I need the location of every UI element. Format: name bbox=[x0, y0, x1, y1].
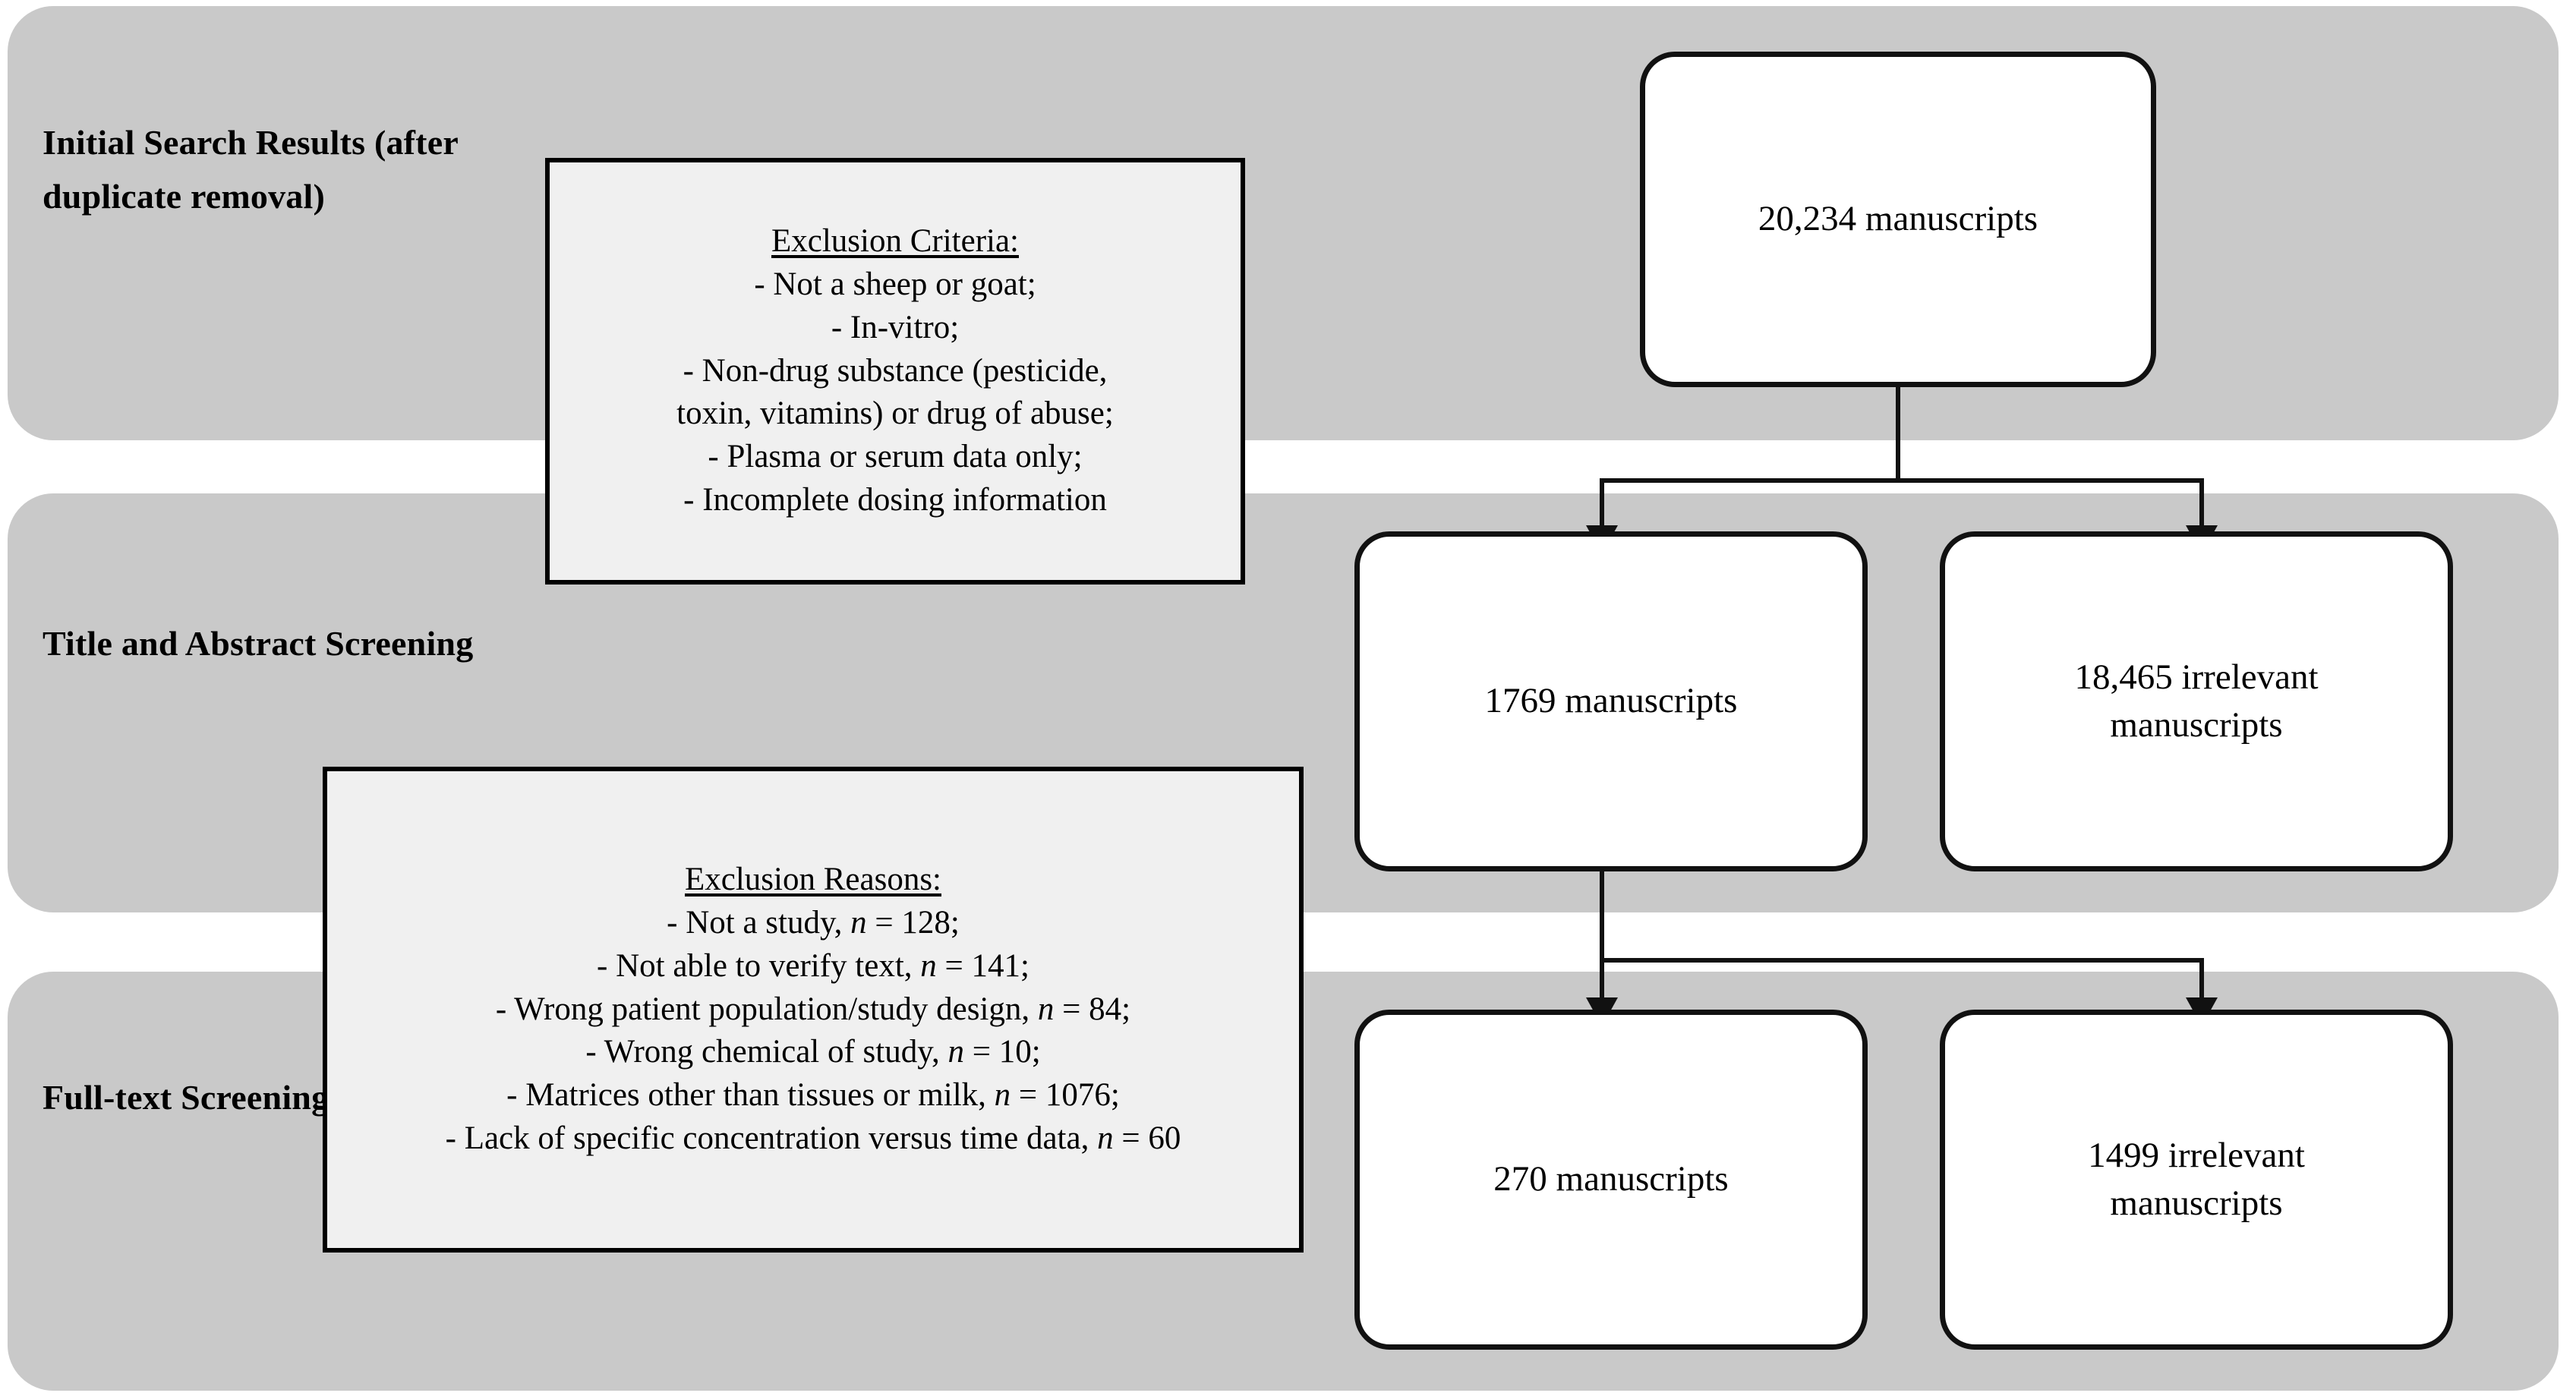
exclusion-reason-3-n: n bbox=[947, 1034, 964, 1070]
exclusion-criteria-item-4: - Plasma or serum data only; bbox=[708, 439, 1083, 475]
stage-label-title-abstract: Title and Abstract Screening bbox=[43, 616, 513, 670]
stage-label-full-text-text: Full-text Screening bbox=[43, 1078, 329, 1117]
exclusion-reason-2-count: = 84; bbox=[1062, 991, 1131, 1027]
exclusion-reason-5-n: n bbox=[1097, 1120, 1114, 1156]
box-records-excluded-screening: 18,465 irrelevant manuscripts bbox=[1940, 531, 2453, 871]
exclusion-reason-5-count: = 60 bbox=[1121, 1120, 1181, 1156]
connector-stem-middle bbox=[1600, 859, 1604, 958]
exclusion-reason-3-text: - Wrong chemical of study, bbox=[585, 1034, 940, 1070]
exclusion-criteria-title: Exclusion Criteria: bbox=[771, 223, 1019, 260]
stage-label-full-text: Full-text Screening bbox=[43, 1070, 331, 1124]
box-records-included-line1: 270 manuscripts bbox=[1493, 1159, 1729, 1199]
connector-drop-included bbox=[1600, 958, 1604, 1005]
exclusion-reason-3-count: = 10; bbox=[972, 1034, 1041, 1070]
exclusion-reason-4-text: - Matrices other than tissues or milk, bbox=[506, 1077, 986, 1114]
exclusion-reason-4: - Matrices other than tissues or milk, n… bbox=[506, 1074, 1120, 1117]
exclusion-criteria-item-2: - Non-drug substance (pesticide, bbox=[683, 352, 1108, 389]
exclusion-reasons-box: Exclusion Reasons: - Not a study, n = 12… bbox=[323, 767, 1304, 1253]
exclusion-reason-1-count: = 141; bbox=[944, 947, 1029, 984]
exclusion-criteria-item-0: - Not a sheep or goat; bbox=[754, 266, 1036, 303]
exclusion-criteria-item-1: - In-vitro; bbox=[831, 309, 960, 345]
box-records-identified: 20,234 manuscripts bbox=[1640, 52, 2156, 387]
exclusion-reason-0-text: - Not a study, bbox=[667, 905, 843, 941]
box-records-excluded-screening-line1: 18,465 irrelevant bbox=[2074, 657, 2319, 697]
exclusion-reason-4-n: n bbox=[994, 1077, 1011, 1114]
exclusion-reason-1-text: - Not able to verify text, bbox=[597, 947, 913, 984]
stage-label-initial-search: Initial Search Results (after duplicate … bbox=[43, 115, 498, 224]
connector-drop-excluded-fulltext bbox=[2199, 958, 2204, 1005]
connector-drop-excluded-screening bbox=[2199, 478, 2204, 533]
exclusion-reason-0-count: = 128; bbox=[875, 905, 960, 941]
box-records-screened-line1: 1769 manuscripts bbox=[1484, 681, 1738, 721]
box-records-excluded-fulltext-line1: 1499 irrelevant bbox=[2088, 1135, 2305, 1175]
exclusion-reason-2: - Wrong patient population/study design,… bbox=[496, 988, 1130, 1032]
exclusion-reason-0: - Not a study, n = 128; bbox=[667, 902, 960, 945]
exclusion-reasons-title: Exclusion Reasons: bbox=[685, 862, 941, 898]
exclusion-criteria-item-3: toxin, vitamins) or drug of abuse; bbox=[676, 395, 1114, 432]
box-records-excluded-fulltext: 1499 irrelevant manuscripts bbox=[1940, 1010, 2453, 1350]
connector-drop-screened bbox=[1600, 478, 1604, 533]
exclusion-reason-0-n: n bbox=[850, 905, 867, 941]
exclusion-reason-2-n: n bbox=[1037, 991, 1055, 1027]
box-records-screened: 1769 manuscripts bbox=[1354, 531, 1868, 871]
connector-stem-top bbox=[1896, 387, 1900, 480]
connector-bar-top bbox=[1600, 478, 2204, 483]
stage-label-initial-search-text: Initial Search Results (after duplicate … bbox=[43, 123, 459, 216]
exclusion-reason-5-text: - Lack of specific concentration versus … bbox=[445, 1120, 1089, 1156]
exclusion-criteria-box: Exclusion Criteria: - Not a sheep or goa… bbox=[545, 158, 1245, 585]
exclusion-reason-5: - Lack of specific concentration versus … bbox=[446, 1117, 1181, 1161]
box-records-included: 270 manuscripts bbox=[1354, 1010, 1868, 1350]
exclusion-reason-1: - Not able to verify text, n = 141; bbox=[597, 945, 1029, 988]
box-records-excluded-fulltext-line2: manuscripts bbox=[2110, 1183, 2283, 1223]
stage-label-title-abstract-text: Title and Abstract Screening bbox=[43, 624, 474, 663]
exclusion-reason-3: - Wrong chemical of study, n = 10; bbox=[585, 1031, 1040, 1074]
exclusion-criteria-item-5: - Incomplete dosing information bbox=[683, 481, 1107, 518]
exclusion-reason-4-count: = 1076; bbox=[1018, 1077, 1120, 1114]
box-records-identified-line1: 20,234 manuscripts bbox=[1758, 199, 2038, 239]
box-records-excluded-screening-line2: manuscripts bbox=[2110, 705, 2283, 745]
connector-bar-middle bbox=[1600, 958, 2204, 963]
exclusion-reason-2-text: - Wrong patient population/study design, bbox=[495, 991, 1030, 1027]
exclusion-reason-1-n: n bbox=[920, 947, 937, 984]
